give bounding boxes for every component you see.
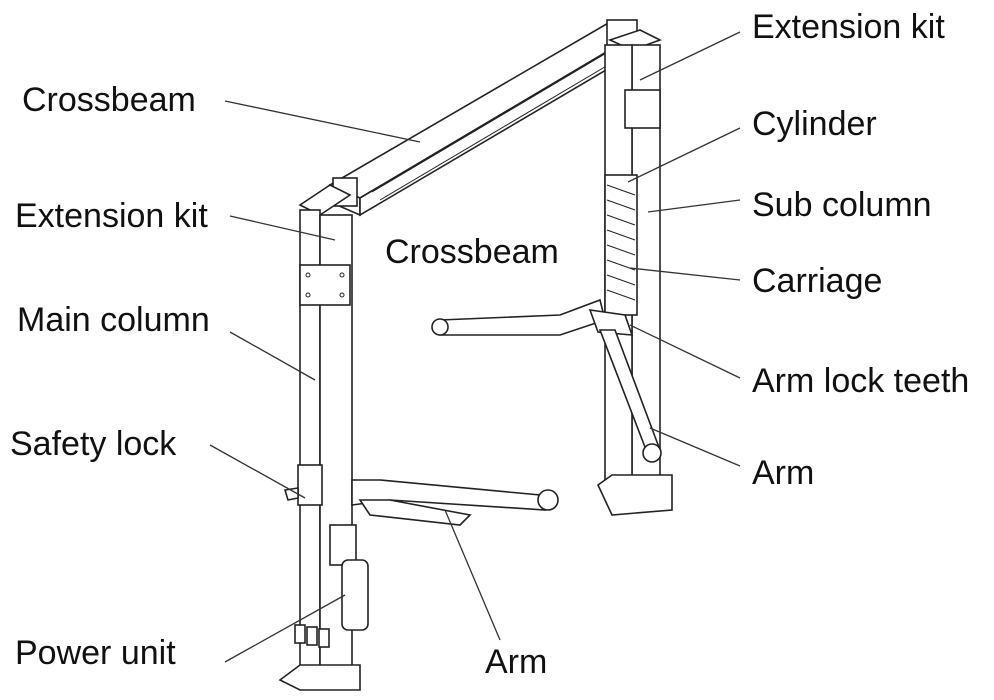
leader-carriage xyxy=(629,267,741,281)
leader-arm-right xyxy=(649,427,741,467)
label-extension-kit-left: Extension kit xyxy=(15,197,208,235)
label-carriage: Carriage xyxy=(752,262,883,300)
label-extension-kit-right: Extension kit xyxy=(752,8,945,46)
label-crossbeam-mid: Crossbeam xyxy=(385,233,559,271)
leader-crossbeam-top xyxy=(224,100,421,143)
upper-arm xyxy=(431,298,662,463)
label-arm-bottom: Arm xyxy=(485,643,548,681)
label-power-unit: Power unit xyxy=(15,634,176,672)
label-crossbeam-top: Crossbeam xyxy=(22,81,196,119)
leader-arm-lock-teeth xyxy=(629,324,741,379)
label-arm-lock-teeth: Arm lock teeth xyxy=(752,362,970,400)
crossbeam xyxy=(328,19,642,217)
leader-power-unit xyxy=(224,594,346,663)
leader-lines xyxy=(209,31,741,663)
label-arm-right: Arm xyxy=(752,454,815,492)
leader-cylinder xyxy=(627,127,741,183)
leader-extension-kit-right xyxy=(639,31,741,81)
leader-extension-kit-left xyxy=(229,215,336,241)
leader-sub-column xyxy=(647,199,741,213)
label-cylinder: Cylinder xyxy=(752,105,877,143)
leader-main-column xyxy=(229,331,316,381)
label-main-column: Main column xyxy=(17,301,210,339)
label-safety-lock: Safety lock xyxy=(10,425,177,463)
leader-arm-bottom xyxy=(444,509,501,641)
sub-column xyxy=(596,29,673,516)
leader-safety-lock xyxy=(209,444,306,499)
lower-arm xyxy=(351,479,559,526)
main-column xyxy=(278,184,369,691)
label-sub-column: Sub column xyxy=(752,186,932,224)
